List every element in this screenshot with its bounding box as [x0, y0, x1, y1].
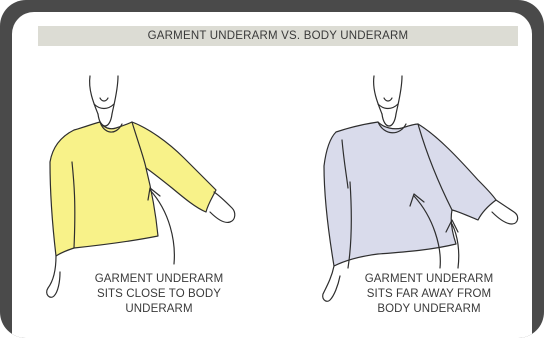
right-lower-hand [323, 266, 340, 301]
left-caption-line-2: SITS CLOSE TO BODY [74, 287, 244, 302]
right-caption: GARMENT UNDERARM SITS FAR AWAY FROM BODY… [344, 272, 514, 317]
right-caption-line-1: GARMENT UNDERARM [344, 272, 514, 287]
left-mannequin-neck [90, 76, 118, 126]
left-figure [47, 76, 235, 297]
left-caption-line-3: UNDERARM [74, 302, 244, 317]
right-mannequin-neck [374, 76, 402, 126]
right-figure [323, 76, 518, 301]
right-caption-line-2: SITS FAR AWAY FROM [344, 287, 514, 302]
left-caption-line-1: GARMENT UNDERARM [74, 272, 244, 287]
right-caption-line-3: BODY UNDERARM [344, 302, 514, 317]
diagram-panel: GARMENT UNDERARM VS. BODY UNDERARM [12, 12, 532, 338]
left-lower-hand [47, 256, 60, 297]
left-caption: GARMENT UNDERARM SITS CLOSE TO BODY UNDE… [74, 272, 244, 317]
left-hand [210, 192, 235, 222]
right-hand [492, 200, 518, 224]
right-garment-shape [324, 122, 496, 266]
